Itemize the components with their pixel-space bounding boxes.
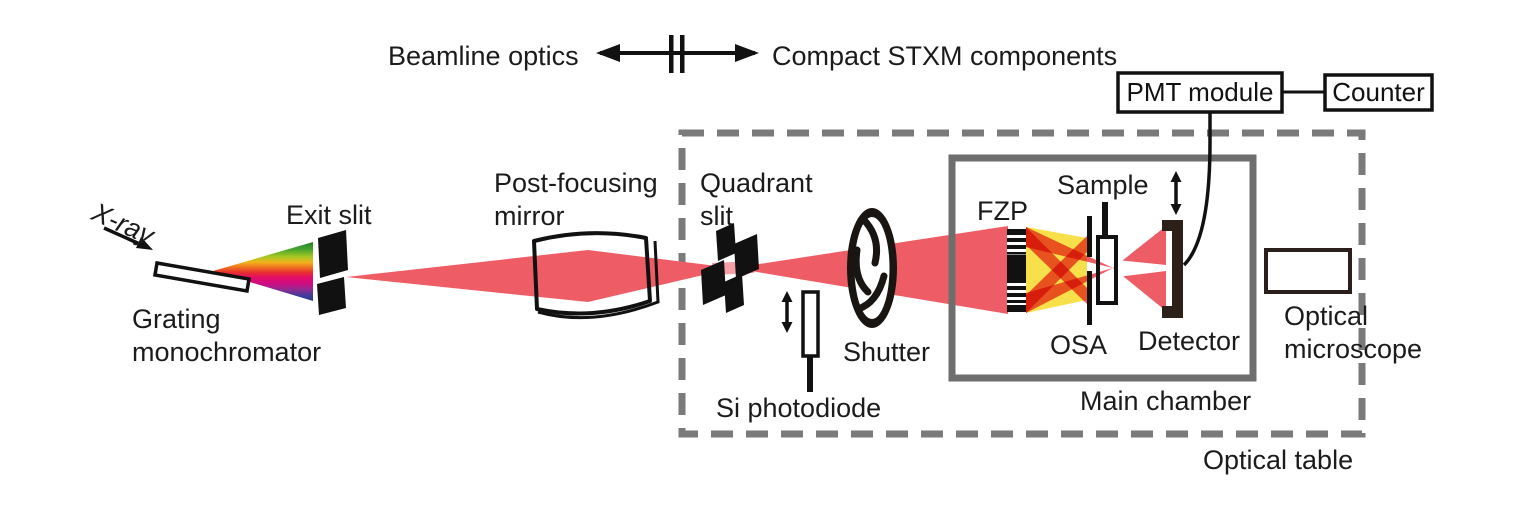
quadrant-slit-blade <box>701 260 726 305</box>
osa-shape <box>1087 216 1092 325</box>
quadrant-slit-blade <box>716 223 736 261</box>
shutter-label: Shutter <box>843 337 931 367</box>
detector-stage-arrow-icon <box>1170 171 1182 215</box>
detector-shape <box>1162 220 1183 318</box>
exit-slit-label: Exit slit <box>286 200 372 230</box>
exit-slit-shape <box>317 230 348 315</box>
xray-arrow-icon <box>103 226 153 250</box>
quadrant-slit-blade <box>724 274 744 313</box>
fzp-shape <box>1007 229 1026 312</box>
sample-holder <box>1096 202 1118 305</box>
post-focusing-mirror-label: Post-focusing mirror <box>494 168 658 231</box>
counter-label: Counter <box>1332 77 1425 107</box>
optical-table-label: Optical table <box>1203 445 1354 475</box>
main-chamber-label: Main chamber <box>1080 386 1252 416</box>
quadrant-slit-label: Quadrant slit <box>700 168 813 231</box>
grating-label: Grating monochromator <box>132 304 322 367</box>
quadrant-slit-blade <box>734 234 759 279</box>
pmt-cable <box>1182 112 1212 267</box>
main-chamber-box <box>948 154 1257 382</box>
si-photodiode-shape <box>801 290 820 392</box>
osa-label: OSA <box>1050 330 1108 360</box>
shutter-shape <box>847 208 897 328</box>
optical-microscope-label: Optical microscope <box>1284 301 1423 364</box>
beam-white-wedge <box>1117 260 1166 277</box>
beamline-optics-label: Beamline optics <box>388 41 579 71</box>
compact-stxm-label: Compact STXM components <box>772 41 1118 71</box>
electronics-boxes <box>1116 71 1434 114</box>
counter-box <box>1323 73 1434 112</box>
exit-slit-top-blade <box>318 230 348 278</box>
separator-arrow-icon <box>596 35 759 73</box>
optical-microscope-shape <box>1264 248 1352 294</box>
pmt-module-label: PMT module <box>1126 77 1274 107</box>
exit-slit-bottom-blade <box>317 277 346 315</box>
detector-label: Detector <box>1138 326 1241 356</box>
beam-slit-to-quadrant <box>346 250 733 302</box>
fzp-label: FZP <box>977 196 1028 226</box>
post-focusing-mirror-shape <box>532 231 660 320</box>
quadrant-slit-shape <box>701 223 759 313</box>
grating-monochromator-shape <box>152 260 252 294</box>
sample-label: Sample <box>1057 170 1149 200</box>
dispersion-fan <box>213 242 313 301</box>
pmt-module-box <box>1116 71 1284 114</box>
si-photodiode-label: Si photodiode <box>716 393 882 423</box>
photodiode-stage-arrow-icon <box>781 291 793 333</box>
